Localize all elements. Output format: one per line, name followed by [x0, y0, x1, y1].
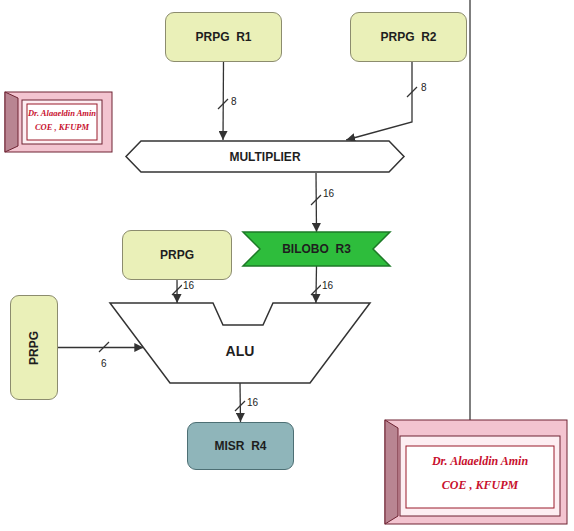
multiplier-block: MULTIPLIER: [125, 140, 405, 173]
bus-connector: [315, 266, 317, 303]
watermark-text: COE , KFUPM: [27, 122, 97, 132]
watermark-frame: [385, 420, 567, 524]
prpg-register: PRPG R2: [350, 12, 467, 62]
bus-width-slash: [99, 342, 109, 352]
watermark-frame: [5, 92, 112, 152]
bus-width-label: 6: [100, 358, 108, 369]
bus-width-label: 16: [182, 280, 195, 291]
prpg-register: PRPG: [10, 295, 58, 400]
bilobo-register: BILOBO R3: [243, 232, 390, 266]
bus-width-slash: [311, 285, 321, 295]
prpg-register: PRPG R1: [165, 12, 282, 62]
misr-register: MISR R4: [187, 422, 294, 470]
node-label: PRPG: [160, 248, 194, 262]
bus-width-slash: [172, 285, 182, 295]
node-label: PRPG R1: [195, 30, 251, 44]
bus-connector: [315, 173, 317, 232]
bus-width-label: 8: [230, 96, 238, 107]
bus-connector: [176, 280, 177, 303]
bus-width-slash: [311, 195, 321, 205]
alu-block: ALU: [110, 303, 370, 383]
bus-width-label: 16: [246, 397, 259, 408]
bus-connector: [222, 62, 224, 140]
divider-line: [469, 0, 471, 426]
node-label: MISR R4: [214, 439, 266, 453]
prpg-register: PRPG: [122, 230, 232, 280]
watermark-text: Dr. Alaaeldin Amin: [406, 454, 554, 469]
bus-connector: [58, 347, 143, 348]
watermark-text: Dr. Alaaeldin Amin: [27, 108, 97, 118]
node-label: MULTIPLIER: [229, 150, 300, 164]
bus-width-slash: [407, 87, 417, 97]
bus-width-slash: [218, 99, 228, 109]
bus-width-label: 16: [321, 280, 334, 291]
bus-width-label: 16: [322, 188, 335, 199]
watermark-text: COE , KFUPM: [406, 478, 554, 493]
node-label: BILOBO R3: [282, 242, 351, 256]
node-label: ALU: [226, 343, 255, 359]
bus-connector: [346, 62, 412, 140]
bus-width-slash: [235, 401, 245, 411]
bus-width-label: 8: [420, 82, 428, 93]
node-label: PRPG R2: [380, 30, 436, 44]
node-label: PRPG: [27, 330, 41, 364]
bus-connector: [239, 383, 241, 422]
